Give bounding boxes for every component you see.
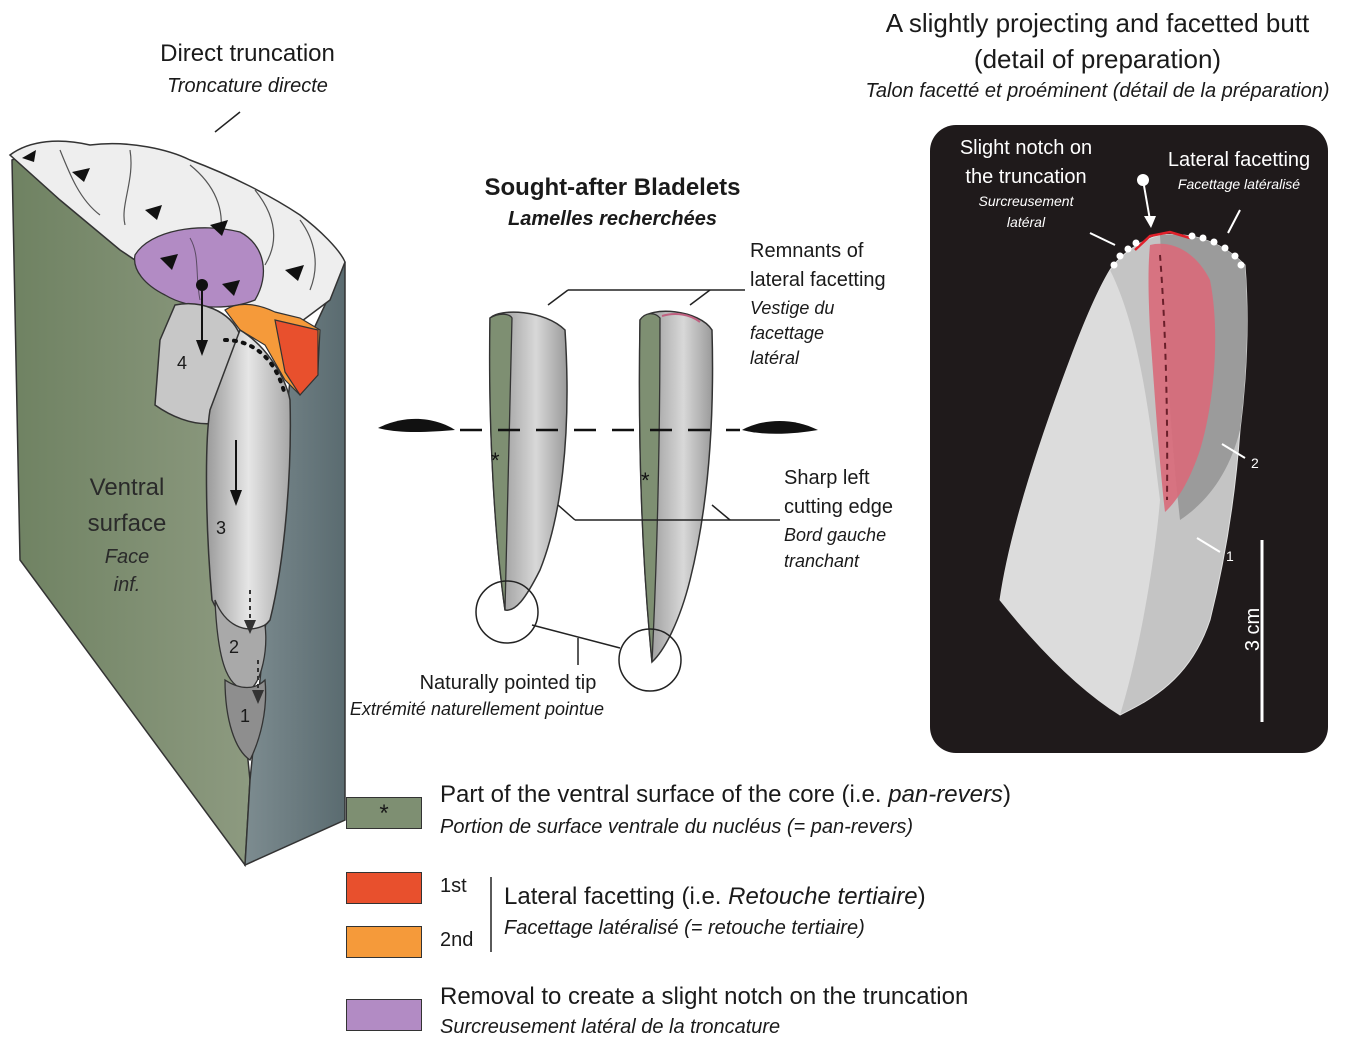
truncation-title: Direct truncation — [130, 40, 365, 68]
legend-removal-fr: Surcreusement latéral de la troncature — [440, 1016, 780, 1039]
scale-label: 3 cm — [1242, 608, 1265, 651]
photo-number-1: 1 — [1226, 548, 1234, 564]
legend-second: 2nd — [440, 929, 473, 952]
legend-ventral-en-b: pan-revers — [888, 781, 1003, 808]
remnants-label-1: Remnants of — [750, 240, 863, 263]
sharp-edge-fr-1: Bord gauche — [784, 525, 886, 546]
legend-ventral-en-a: Part of the ventral surface of the core … — [440, 781, 888, 808]
sharp-edge-label-2: cutting edge — [784, 496, 893, 519]
asterisk-left: * — [491, 448, 500, 473]
sharp-edge-fr-2: tranchant — [784, 551, 859, 572]
bladelets-title: Sought-after Bladelets — [440, 174, 785, 202]
legend-swatch-2nd — [346, 926, 422, 958]
butt-title-1: A slightly projecting and facetted butt — [830, 8, 1365, 39]
removal-number-3: 3 — [216, 518, 226, 539]
removal-number-2: 2 — [229, 637, 239, 658]
notch-label-2: the truncation — [940, 166, 1112, 189]
lateral-facetting-fr: Facettage latéralisé — [1150, 176, 1328, 192]
bladelet-right — [640, 311, 713, 662]
notch-fr-1: Surcreusement — [940, 193, 1112, 209]
legend-swatch-1st — [346, 872, 422, 904]
remnants-fr-1: Vestige du — [750, 298, 834, 319]
butt-title-2: (detail of preparation) — [830, 44, 1365, 75]
legend-ventral-fr: Portion de surface ventrale du nucléus (… — [440, 816, 913, 839]
notch-fr-2: latéral — [940, 214, 1112, 230]
ventral-label-1: Ventral — [68, 474, 186, 502]
legend-lateral-en-b: Retouche tertiaire — [728, 883, 917, 910]
lateral-facetting-label: Lateral facetting — [1150, 149, 1328, 172]
legend-lateral-en-a: Lateral facetting (i.e. — [504, 883, 728, 910]
remnants-label-2: lateral facetting — [750, 269, 886, 292]
pointed-tip-label: Naturally pointed tip — [338, 672, 678, 695]
photo-number-2: 2 — [1251, 455, 1259, 471]
legend-lateral-fr: Facettage latéralisé (= retouche tertiai… — [504, 917, 865, 940]
legend-lateral-en: Lateral facetting (i.e. Retouche tertiai… — [504, 883, 926, 911]
pointed-tip-fr: Extrémité naturellement pointue — [322, 699, 632, 720]
legend-swatch-notch — [346, 999, 422, 1031]
bladelet-left — [490, 312, 567, 610]
bladelets-subtitle: Lamelles recherchées — [440, 208, 785, 231]
legend-swatch-ventral: * — [346, 797, 422, 829]
ventral-fr-2: inf. — [68, 574, 186, 597]
removal-number-4: 4 — [177, 353, 187, 374]
ventral-fr-1: Face — [68, 546, 186, 569]
legend-ventral-en: Part of the ventral surface of the core … — [440, 781, 1011, 809]
cross-sections — [378, 419, 818, 434]
truncation-subtitle: Troncature directe — [130, 75, 365, 98]
asterisk-right: * — [641, 468, 650, 493]
ventral-label-2: surface — [68, 510, 186, 538]
sharp-edge-label-1: Sharp left — [784, 467, 870, 490]
swatch-asterisk: * — [347, 800, 421, 828]
remnants-fr-3: latéral — [750, 348, 799, 369]
butt-subtitle: Talon facetté et proéminent (détail de l… — [830, 80, 1365, 103]
notch-label-1: Slight notch on — [940, 137, 1112, 160]
remnants-fr-2: facettage — [750, 323, 824, 344]
removal-number-1: 1 — [240, 706, 250, 727]
legend-removal-en: Removal to create a slight notch on the … — [440, 983, 968, 1011]
legend-ventral-en-c: ) — [1003, 781, 1011, 808]
legend-lateral-en-c: ) — [918, 883, 926, 910]
legend-first: 1st — [440, 875, 467, 898]
